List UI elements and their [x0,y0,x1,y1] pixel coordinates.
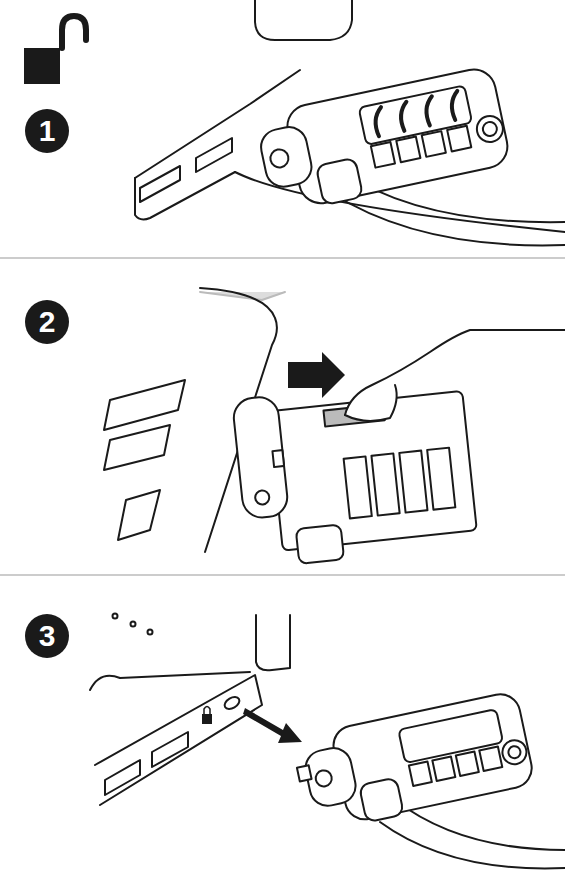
separator [0,575,565,576]
dial [409,761,432,785]
led [131,622,136,627]
usb-port [196,138,232,172]
panel-one [135,0,565,245]
arrow [398,102,413,131]
usb-port [140,166,180,202]
key [118,490,160,540]
lock-pin [314,769,333,788]
laptop-lid [200,292,285,300]
step-badge: 2 [25,300,69,344]
lock-latch [272,450,284,467]
lock-slot [223,695,242,712]
dial [344,456,372,518]
usb-port [105,760,140,795]
cable-collar [359,777,404,822]
dial [399,451,427,513]
combination-lock [291,691,536,835]
reset-button [507,745,521,759]
dial [396,137,420,163]
lock-flap [232,395,289,519]
dial [432,756,455,780]
open-shackle [62,16,86,48]
lock-pin [255,490,270,505]
reset-button [482,121,499,138]
lock-body [24,48,60,84]
cable [330,192,565,245]
step-number: 1 [39,114,56,147]
lock-pin [269,148,290,169]
push-arrow [288,352,345,398]
dial [447,126,471,152]
dials [344,448,456,519]
reset-button [474,114,505,145]
step-badge: 1 [25,109,69,153]
laptop-lid [255,0,352,40]
unlock-icon [24,16,86,84]
laptop-lid [256,615,290,670]
led [113,614,118,619]
arrow [372,107,387,136]
cable-collar [316,158,363,205]
dials [371,126,471,168]
dial [422,131,446,157]
lock-housing [283,65,511,207]
arrow [448,91,463,120]
lock-swivel [258,124,315,190]
trackpad-edge [90,672,250,690]
rotate-arrows [372,91,463,136]
cable-collar [296,524,344,564]
reset-button [500,738,528,766]
dial [371,142,395,168]
dial [479,747,502,771]
lock-slot-icon [204,707,210,715]
laptop-edge [135,70,300,178]
dials [409,747,502,786]
key [104,425,170,470]
step-number: 2 [39,305,56,338]
dial [371,454,399,516]
remove-arrow [243,708,302,743]
cable [380,822,565,868]
arrow [423,96,438,125]
lock-housing [330,691,536,823]
key [104,380,185,430]
dial [427,448,455,510]
step-number: 3 [39,619,56,652]
lock-slot-icon [202,714,212,724]
panel-two [104,288,565,569]
dial [456,751,479,775]
fingertip [345,385,397,421]
laptop-side [95,675,262,805]
usb-port [152,732,188,767]
step-badge: 3 [25,614,69,658]
combination-lock [254,65,512,215]
led [148,630,153,635]
panel-three [90,614,565,869]
separator [0,258,565,259]
lock-tooth [297,765,312,781]
